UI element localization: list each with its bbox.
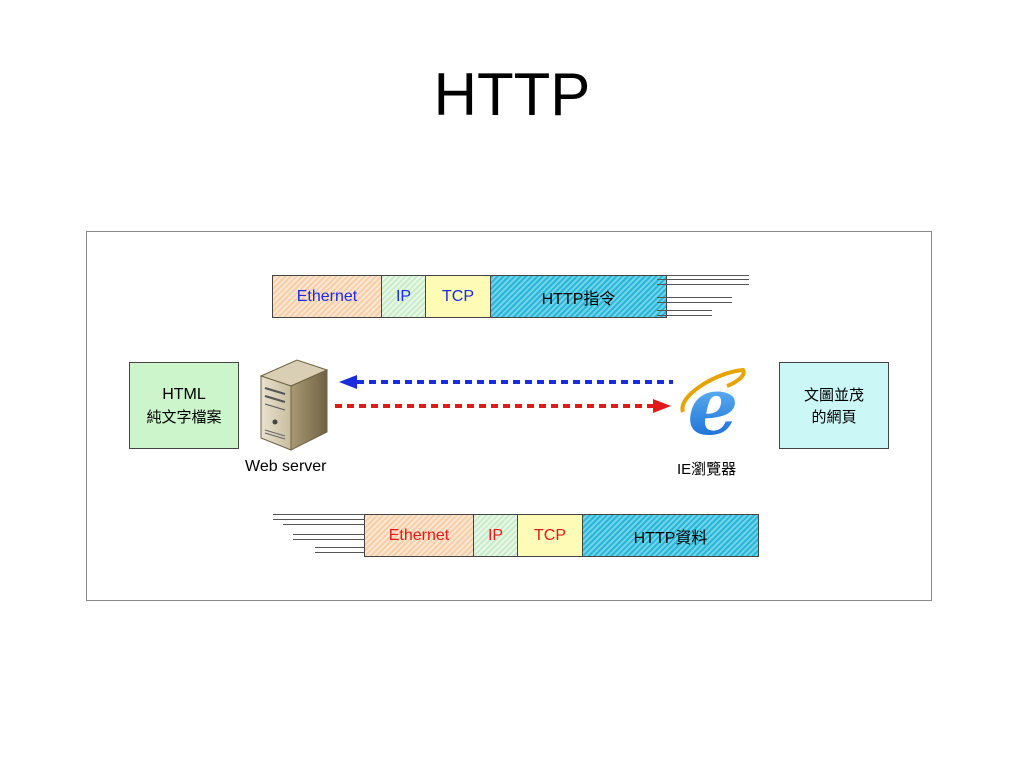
svg-text:e: e bbox=[688, 359, 739, 453]
ie-browser-label: IE瀏覽器 bbox=[677, 461, 737, 478]
response-arrow bbox=[335, 399, 671, 413]
response-tcp-segment: TCP bbox=[518, 514, 583, 557]
request-ip-segment: IP bbox=[382, 275, 426, 318]
response-packet: Ethernet IP TCP HTTP資料 bbox=[364, 514, 759, 557]
request-packet: Ethernet IP TCP HTTP指令 bbox=[272, 275, 667, 318]
html-file-box: HTML 純文字檔案 bbox=[129, 362, 239, 449]
webpage-box-line2: 的網頁 bbox=[811, 407, 857, 426]
response-http-segment: HTTP資料 bbox=[583, 514, 759, 557]
diagram-panel: Ethernet IP TCP HTTP指令 HTML 純文字檔案 bbox=[86, 231, 932, 601]
request-ethernet-segment: Ethernet bbox=[272, 275, 382, 318]
webpage-box: 文圖並茂 的網頁 bbox=[779, 362, 889, 449]
html-file-title: HTML bbox=[162, 385, 206, 403]
request-http-segment: HTTP指令 bbox=[491, 275, 667, 318]
webpage-box-line1: 文圖並茂 bbox=[803, 385, 864, 404]
response-ethernet-segment: Ethernet bbox=[364, 514, 474, 557]
web-server-label: Web server bbox=[245, 458, 327, 475]
ie-browser-icon: e bbox=[680, 359, 746, 453]
response-ip-segment: IP bbox=[474, 514, 518, 557]
request-tcp-segment: TCP bbox=[426, 275, 491, 318]
server-icon bbox=[259, 359, 329, 451]
slide-title: HTTP bbox=[433, 61, 591, 128]
request-arrow bbox=[339, 375, 673, 389]
html-file-subtitle: 純文字檔案 bbox=[146, 407, 222, 426]
